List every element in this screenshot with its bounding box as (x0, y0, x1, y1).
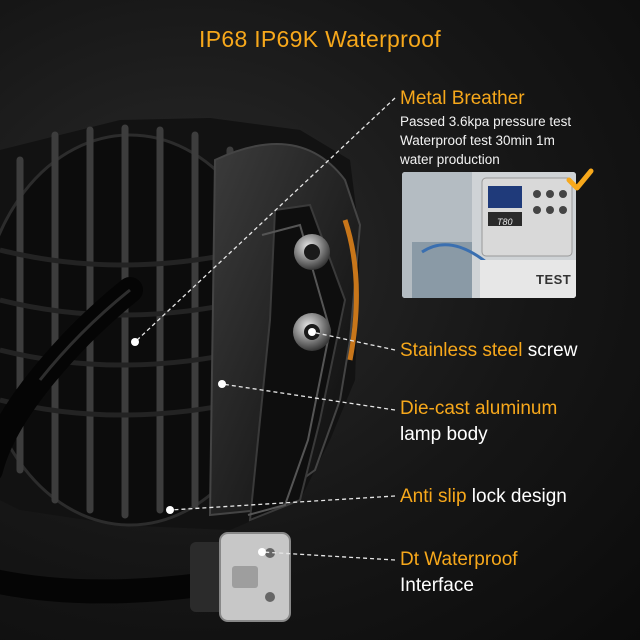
device-label: T80 (497, 217, 513, 227)
callout-dt-interface: Dt Waterproof Interface (400, 547, 518, 599)
photo-label: TEST (536, 272, 572, 287)
callout-lines (134, 97, 396, 561)
pressure-test-photo (402, 172, 576, 298)
callout-text: lock design (466, 486, 567, 507)
callout-line: water production (400, 152, 500, 167)
callout-highlight: Die-cast aluminum (400, 398, 558, 419)
test-machine-image (402, 172, 576, 298)
callout-line: Waterproof test 30min 1m (400, 133, 555, 148)
callout-metal-breather: Metal Breather Passed 3.6kpa pressure te… (400, 86, 571, 169)
mounting-bracket (247, 203, 347, 522)
callout-line: Passed 3.6kpa pressure test (400, 114, 572, 129)
page-title: IP68 IP69K Waterproof (199, 26, 441, 52)
callout-text: screw (522, 340, 578, 361)
callout-die-cast-body: Die-cast aluminum lamp body (400, 396, 557, 448)
callout-highlight: Dt Waterproof (400, 549, 518, 570)
dt-connector (0, 532, 291, 622)
callout-title: Metal Breather (400, 88, 525, 109)
callout-text: lamp body (400, 424, 488, 445)
callout-highlight: Anti slip (400, 486, 467, 507)
callout-highlight: Stainless steel (400, 340, 523, 361)
callout-dots (131, 328, 316, 556)
callout-stainless-screw: Stainless steel screw (400, 338, 577, 364)
callout-anti-slip: Anti slip lock design (400, 484, 567, 510)
callout-text: Interface (400, 575, 474, 596)
check-icon (566, 168, 594, 191)
